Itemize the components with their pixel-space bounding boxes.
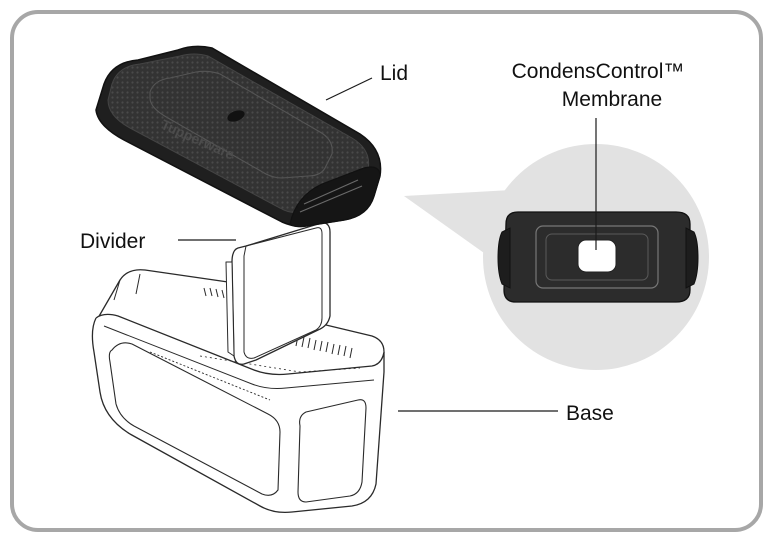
divider-panel <box>225 221 331 365</box>
lid-label: Lid <box>380 62 408 85</box>
divider-label: Divider <box>80 230 145 253</box>
membrane-label-line2: Membrane <box>562 88 662 111</box>
membrane-label-line1: CondensControl™ <box>512 60 685 83</box>
lid: Tupperware <box>95 45 382 228</box>
membrane-inset <box>404 144 709 370</box>
lid-leader <box>325 77 373 101</box>
base-label: Base <box>566 402 614 425</box>
leader-lines <box>178 77 597 412</box>
base-container <box>91 269 385 514</box>
membrane-window <box>577 239 617 273</box>
